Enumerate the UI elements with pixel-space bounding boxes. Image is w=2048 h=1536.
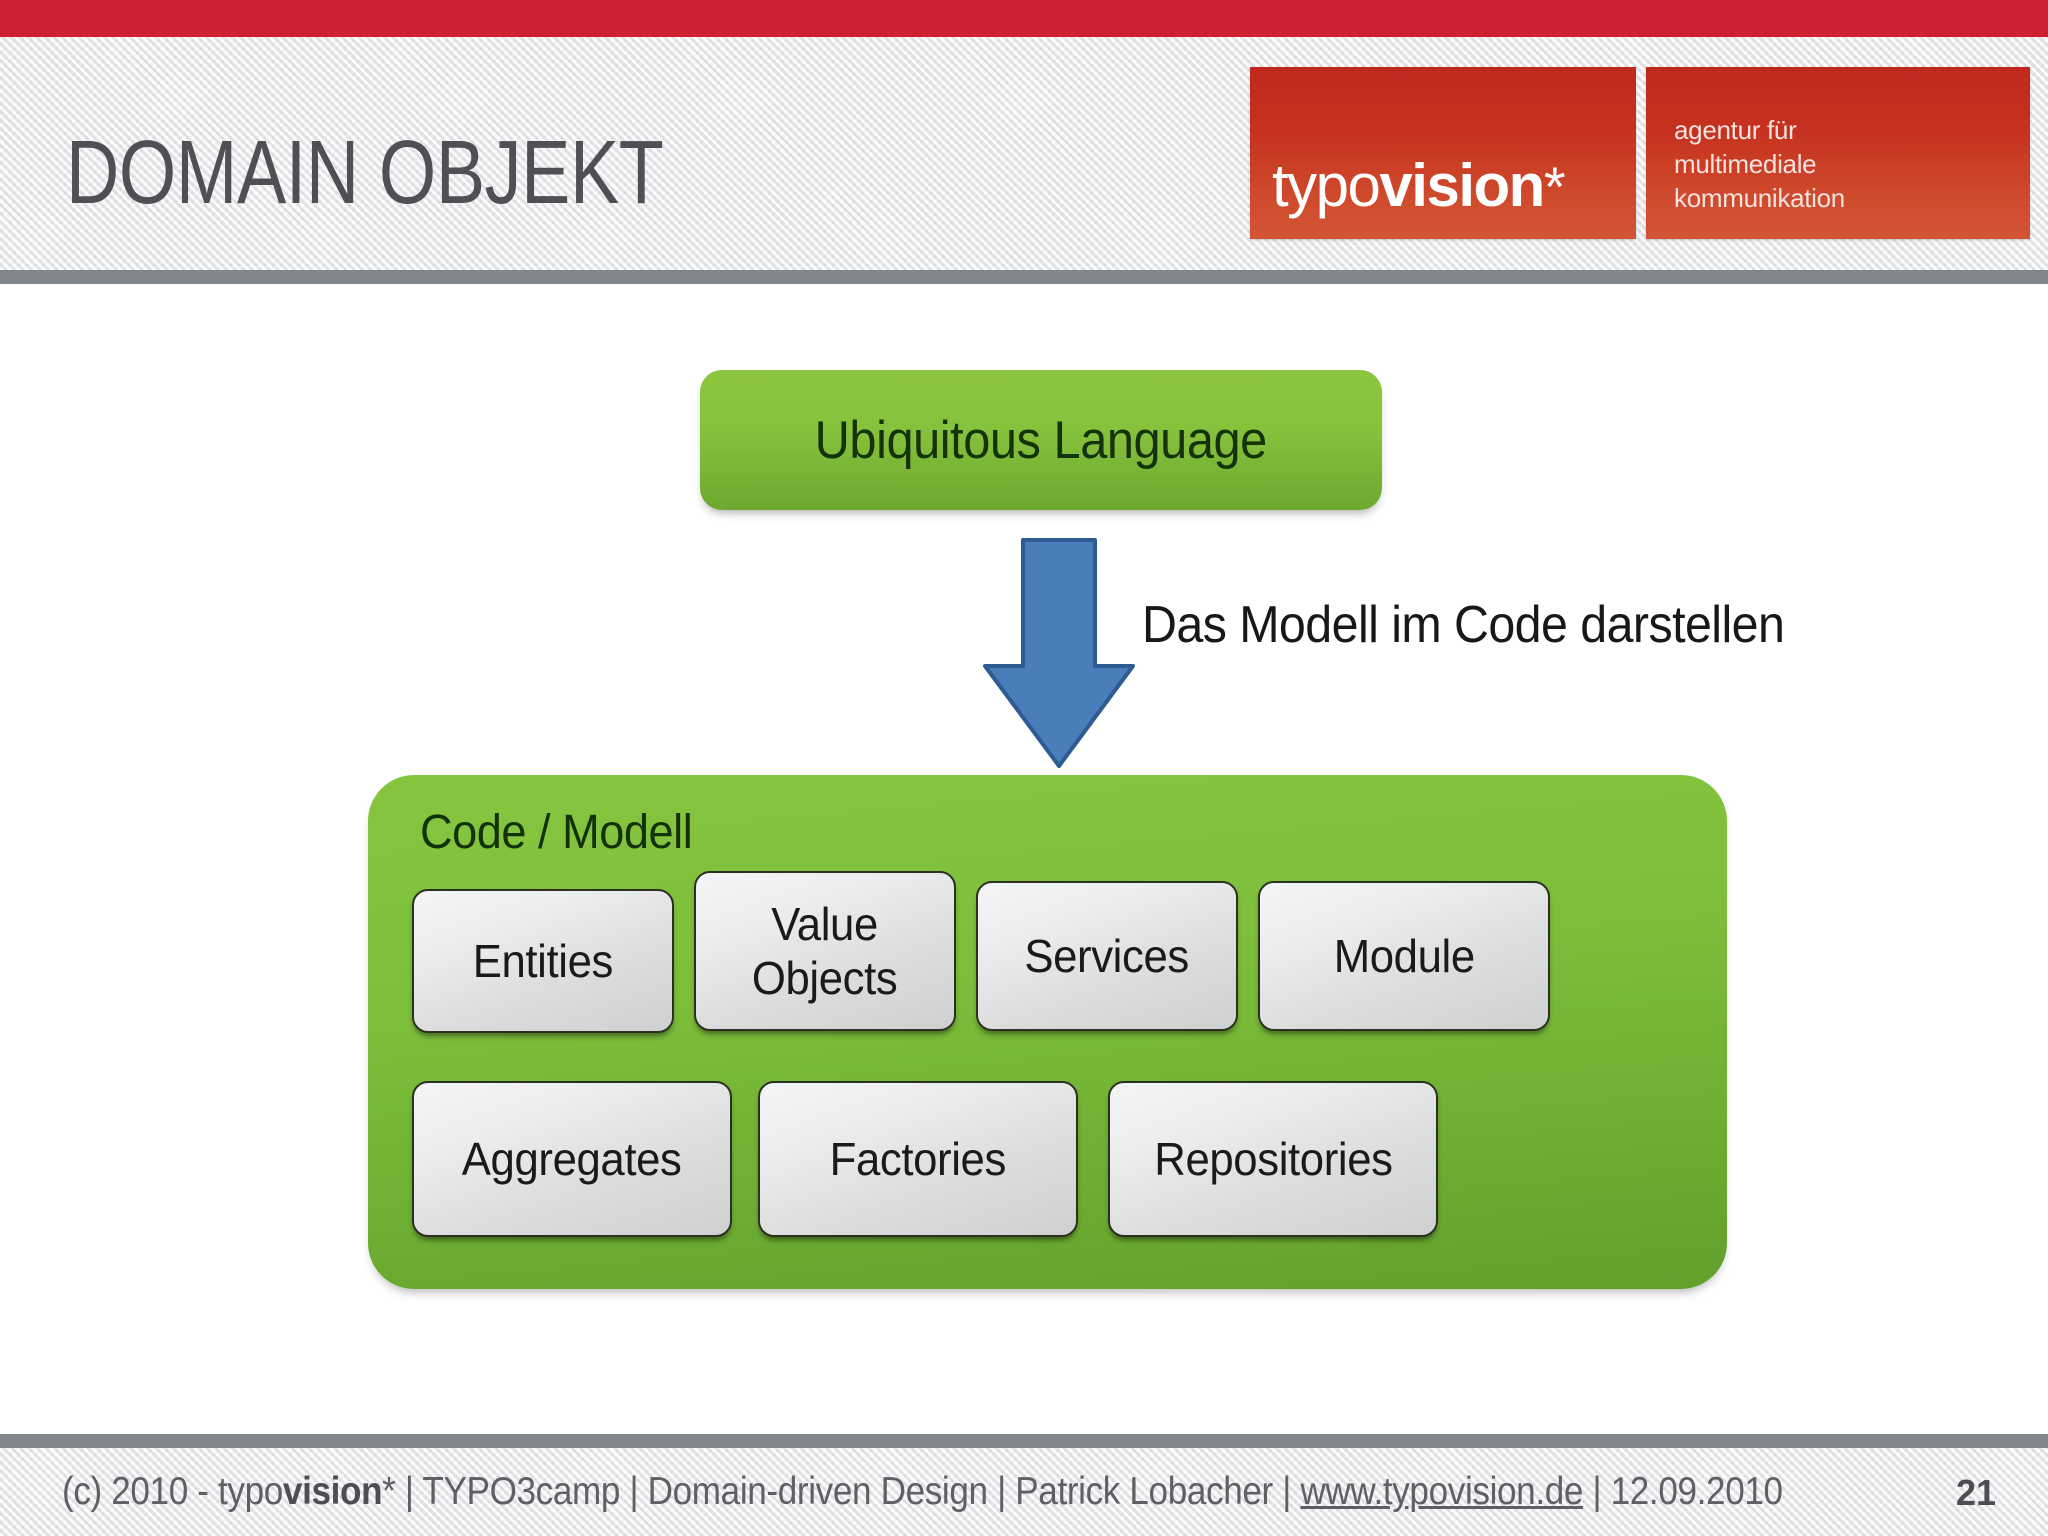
chip-factories[interactable]: Factories [758, 1081, 1078, 1237]
footer-event: TYPO3camp [422, 1470, 621, 1513]
page-number: 21 [1955, 1472, 1996, 1513]
chip-entities[interactable]: Entities [412, 889, 674, 1033]
ubiquitous-language-box: Ubiquitous Language [700, 370, 1382, 510]
footer-topic: Domain-driven Design [647, 1470, 988, 1513]
code-model-container: Code / Modell Entities Value Objects Ser… [368, 775, 1727, 1289]
logo-star-icon: * [1543, 155, 1566, 218]
footer-copyright: (c) 2010 - typo [62, 1470, 283, 1513]
top-accent-bar [0, 0, 2048, 37]
chip-repositories-label: Repositories [1153, 1133, 1393, 1185]
logo-claim-text: agentur für multimediale kommunikation [1674, 115, 1845, 213]
chip-aggregates[interactable]: Aggregates [412, 1081, 732, 1237]
ubiquitous-language-label: Ubiquitous Language [814, 410, 1268, 470]
chip-repositories[interactable]: Repositories [1108, 1081, 1438, 1237]
footer-brand-star-icon: * [382, 1470, 396, 1513]
chip-module-label: Module [1333, 930, 1475, 982]
footer-author: Patrick Lobacher [1015, 1470, 1273, 1513]
chip-value-objects-label: Value Objects [752, 898, 898, 1004]
chip-aggregates-label: Aggregates [462, 1133, 682, 1185]
chip-services-label: Services [1024, 930, 1190, 982]
chip-value-objects[interactable]: Value Objects [694, 871, 956, 1031]
header-divider [0, 270, 2048, 284]
logo-claim-box: agentur für multimediale kommunikation [1646, 67, 2030, 239]
page-title: DOMAIN OBJEKT [66, 123, 664, 223]
chip-entities-label: Entities [472, 935, 614, 987]
chip-services[interactable]: Services [976, 881, 1238, 1031]
logo-wordmark-light: typo [1272, 152, 1381, 219]
slide-header: DOMAIN OBJEKT typovision* agentur für mu… [0, 37, 2048, 270]
chip-factories-label: Factories [829, 1133, 1007, 1185]
slide-footer: (c) 2010 - typovision* | TYPO3camp | Dom… [0, 1448, 2048, 1536]
chip-module[interactable]: Module [1258, 881, 1550, 1031]
typovision-logo: typovision* agentur für multimediale kom… [1250, 67, 2030, 239]
footer-website-link[interactable]: www.typovision.de [1300, 1470, 1584, 1513]
logo-wordmark-box: typovision* [1250, 67, 1636, 239]
logo-wordmark: typovision* [1272, 155, 1566, 218]
footer-sep-5: | [1583, 1470, 1611, 1513]
slide-body: Ubiquitous Language Das Modell im Code d… [0, 284, 2048, 1434]
logo-wordmark-bold: vision [1379, 152, 1545, 219]
footer-date: 12.09.2010 [1610, 1470, 1783, 1513]
footer-sep-2: | [620, 1470, 648, 1513]
footer-sep-1: | [395, 1470, 423, 1513]
code-model-label: Code / Modell [420, 806, 693, 859]
arrow-caption: Das Modell im Code darstellen [1142, 596, 1785, 654]
footer-credits: (c) 2010 - typovision* | TYPO3camp | Dom… [62, 1470, 1783, 1514]
down-arrow-icon [983, 538, 1135, 768]
footer-brand-bold: vision [282, 1470, 383, 1513]
footer-sep-3: | [987, 1470, 1016, 1513]
footer-divider [0, 1434, 2048, 1448]
footer-sep-4: | [1272, 1470, 1301, 1513]
